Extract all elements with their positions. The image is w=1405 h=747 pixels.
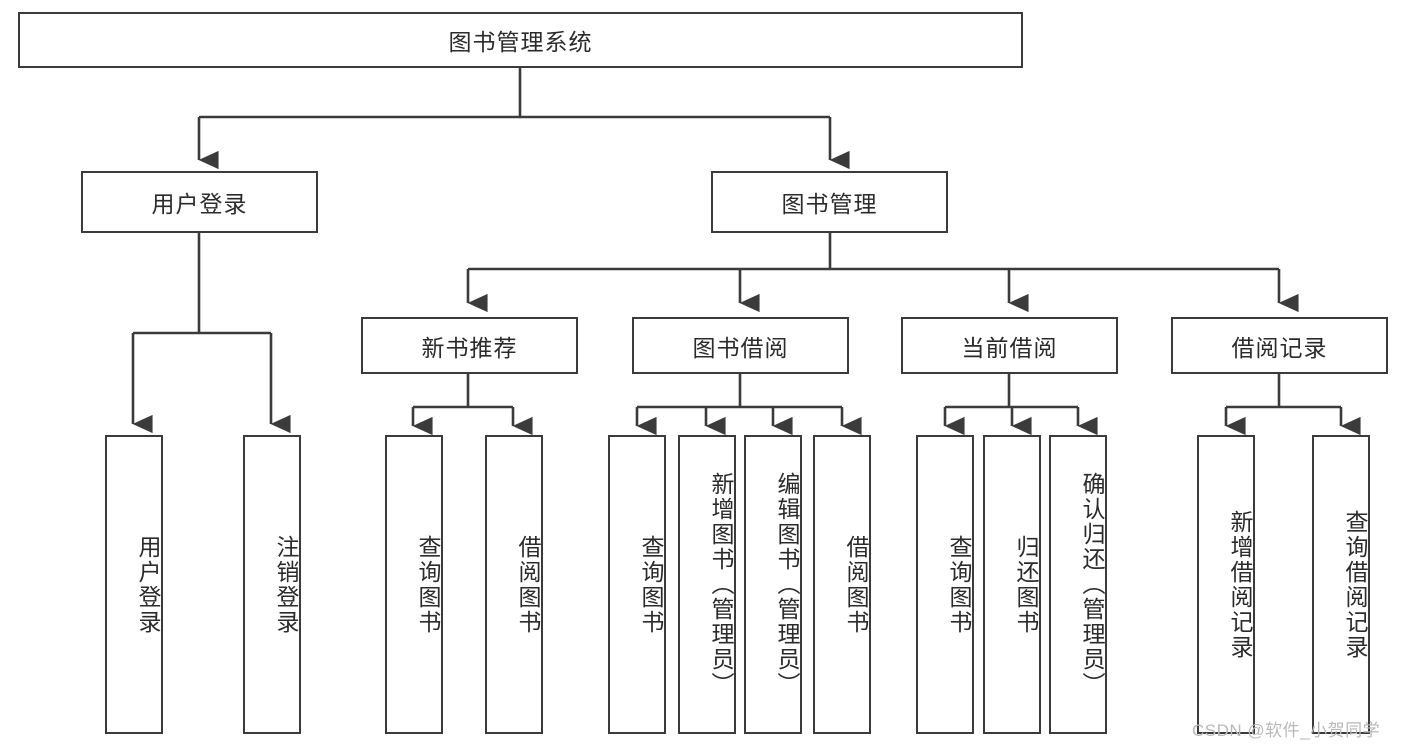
node-current-borrow[interactable]: 当前借阅: [901, 317, 1118, 374]
node-label: 注销登录: [273, 534, 299, 635]
csdn-watermark: CSDN @软件_小贺同学: [1192, 721, 1381, 740]
leaf-borrow-edit-book-admin[interactable]: 编辑图书（管理员）: [744, 435, 802, 734]
node-label: 借阅图书: [515, 534, 541, 635]
leaf-current-query-book[interactable]: 查询图书: [916, 435, 974, 734]
node-label: 查询借阅记录: [1342, 509, 1368, 660]
leaf-new-book-borrow[interactable]: 借阅图书: [485, 435, 543, 734]
leaf-user-login-logout[interactable]: 注销登录: [243, 435, 301, 734]
leaf-new-book-query[interactable]: 查询图书: [385, 435, 443, 734]
node-label: 当前借阅: [961, 334, 1058, 361]
node-label: 用户登录: [135, 534, 161, 635]
leaf-current-confirm-return-admin[interactable]: 确认归还（管理员）: [1049, 435, 1107, 734]
node-label: 用户登录: [151, 191, 248, 217]
node-label: 新增借阅记录: [1227, 509, 1253, 660]
leaf-borrow-query-book[interactable]: 查询图书: [608, 435, 666, 734]
node-label: 借阅记录: [1231, 334, 1328, 361]
node-label: 图书管理系统: [448, 29, 593, 55]
node-user-login[interactable]: 用户登录: [81, 171, 318, 233]
node-label: 查询图书: [415, 534, 441, 635]
node-label: 新书推荐: [421, 334, 518, 361]
leaf-borrow-add-book-admin[interactable]: 新增图书（管理员）: [678, 435, 736, 734]
node-label: 图书管理: [781, 191, 878, 217]
node-label: 借阅图书: [843, 534, 869, 635]
leaf-record-add-borrow-record[interactable]: 新增借阅记录: [1197, 435, 1255, 734]
node-book-management[interactable]: 图书管理: [711, 171, 948, 233]
node-label: 确认归还（管理员）: [1079, 472, 1105, 697]
node-label: 图书借阅: [692, 334, 789, 361]
leaf-user-login-login[interactable]: 用户登录: [105, 435, 163, 734]
node-label: 查询图书: [946, 534, 972, 635]
node-new-book-recommend[interactable]: 新书推荐: [361, 317, 578, 374]
leaf-record-query-borrow-record[interactable]: 查询借阅记录: [1312, 435, 1370, 734]
node-root-book-management-system[interactable]: 图书管理系统: [18, 12, 1023, 68]
node-label: 查询图书: [638, 534, 664, 635]
node-label: 编辑图书（管理员）: [774, 472, 800, 697]
node-borrow-record[interactable]: 借阅记录: [1171, 317, 1388, 374]
node-book-borrow[interactable]: 图书借阅: [632, 317, 849, 374]
node-label: 归还图书: [1013, 534, 1039, 635]
leaf-borrow-borrow-book[interactable]: 借阅图书: [813, 435, 871, 734]
leaf-current-return-book[interactable]: 归还图书: [983, 435, 1041, 734]
node-label: 新增图书（管理员）: [708, 472, 734, 697]
